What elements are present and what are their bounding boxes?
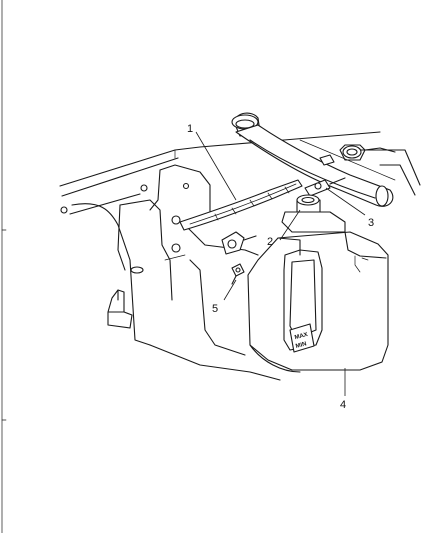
callout-4: 4 [340,399,346,411]
hose-connector [304,177,346,197]
max-mark: MAX [294,332,308,341]
reservoir-level-stamp: MAX MIN [289,323,315,353]
callout-3: 3 [368,217,374,229]
mounting-screw [231,263,245,285]
washer-pump [221,231,257,255]
min-mark: MIN [295,341,307,350]
left-border-marks [1,0,7,533]
washer-hose [179,179,303,231]
washer-reservoir [247,194,389,373]
callout-leaders [195,131,366,396]
callout-1: 1 [187,123,193,135]
callout-2: 2 [267,236,273,248]
filler-neck-hose [231,112,396,207]
callout-5: 5 [212,303,218,315]
callout-labels: 1 2 3 4 5 [187,123,374,411]
